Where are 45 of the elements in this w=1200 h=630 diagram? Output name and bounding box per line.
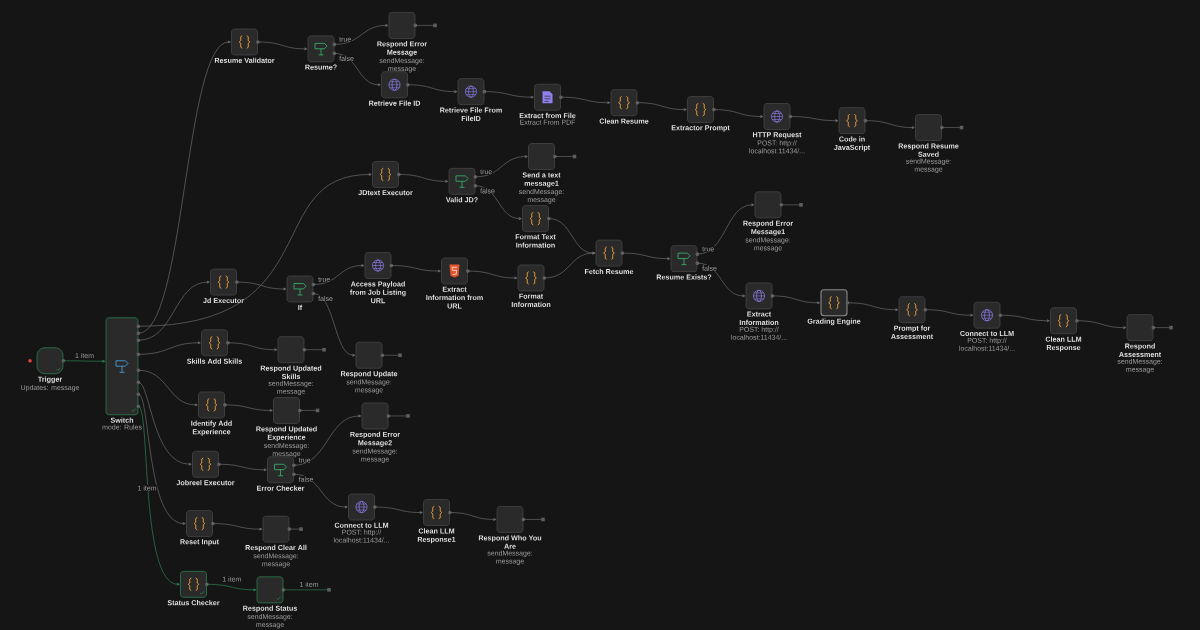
- connector: [713, 109, 764, 118]
- connector: [218, 463, 267, 472]
- connector: [467, 270, 518, 280]
- connector: [138, 280, 210, 341]
- connector: [544, 251, 596, 279]
- connector: [475, 185, 522, 220]
- connector: [334, 53, 381, 87]
- connector: [637, 102, 687, 111]
- connector: [407, 84, 458, 93]
- connector: [212, 523, 263, 531]
- connector: [138, 405, 180, 586]
- connector: [398, 174, 449, 183]
- connector: [925, 309, 974, 317]
- connector: [334, 24, 389, 45]
- connector: [138, 341, 201, 355]
- connector: [484, 91, 534, 99]
- connector: [1000, 314, 1050, 323]
- connector: [138, 173, 372, 327]
- connector: [1076, 320, 1127, 329]
- connector: [206, 584, 257, 592]
- connector: [138, 381, 192, 466]
- connector: [313, 293, 356, 357]
- connector: [138, 393, 186, 525]
- connector: [63, 359, 106, 363]
- connector: [475, 155, 528, 178]
- connector: [224, 404, 273, 412]
- connector: [697, 262, 746, 298]
- connector: [847, 302, 899, 312]
- connector: [374, 506, 423, 514]
- connector: [293, 473, 348, 509]
- connector: [313, 264, 365, 285]
- connector: [227, 342, 278, 352]
- connector: [790, 116, 839, 122]
- connector: [257, 41, 308, 51]
- connector: [865, 120, 915, 129]
- connector: [449, 512, 497, 521]
- connector: [772, 295, 820, 305]
- connector: [236, 281, 287, 291]
- connector: [622, 252, 671, 260]
- connector: [138, 40, 231, 334]
- connector: [560, 96, 611, 105]
- connector: [293, 414, 362, 466]
- connector: [697, 203, 755, 255]
- connector: [138, 369, 198, 407]
- connector: [391, 265, 441, 273]
